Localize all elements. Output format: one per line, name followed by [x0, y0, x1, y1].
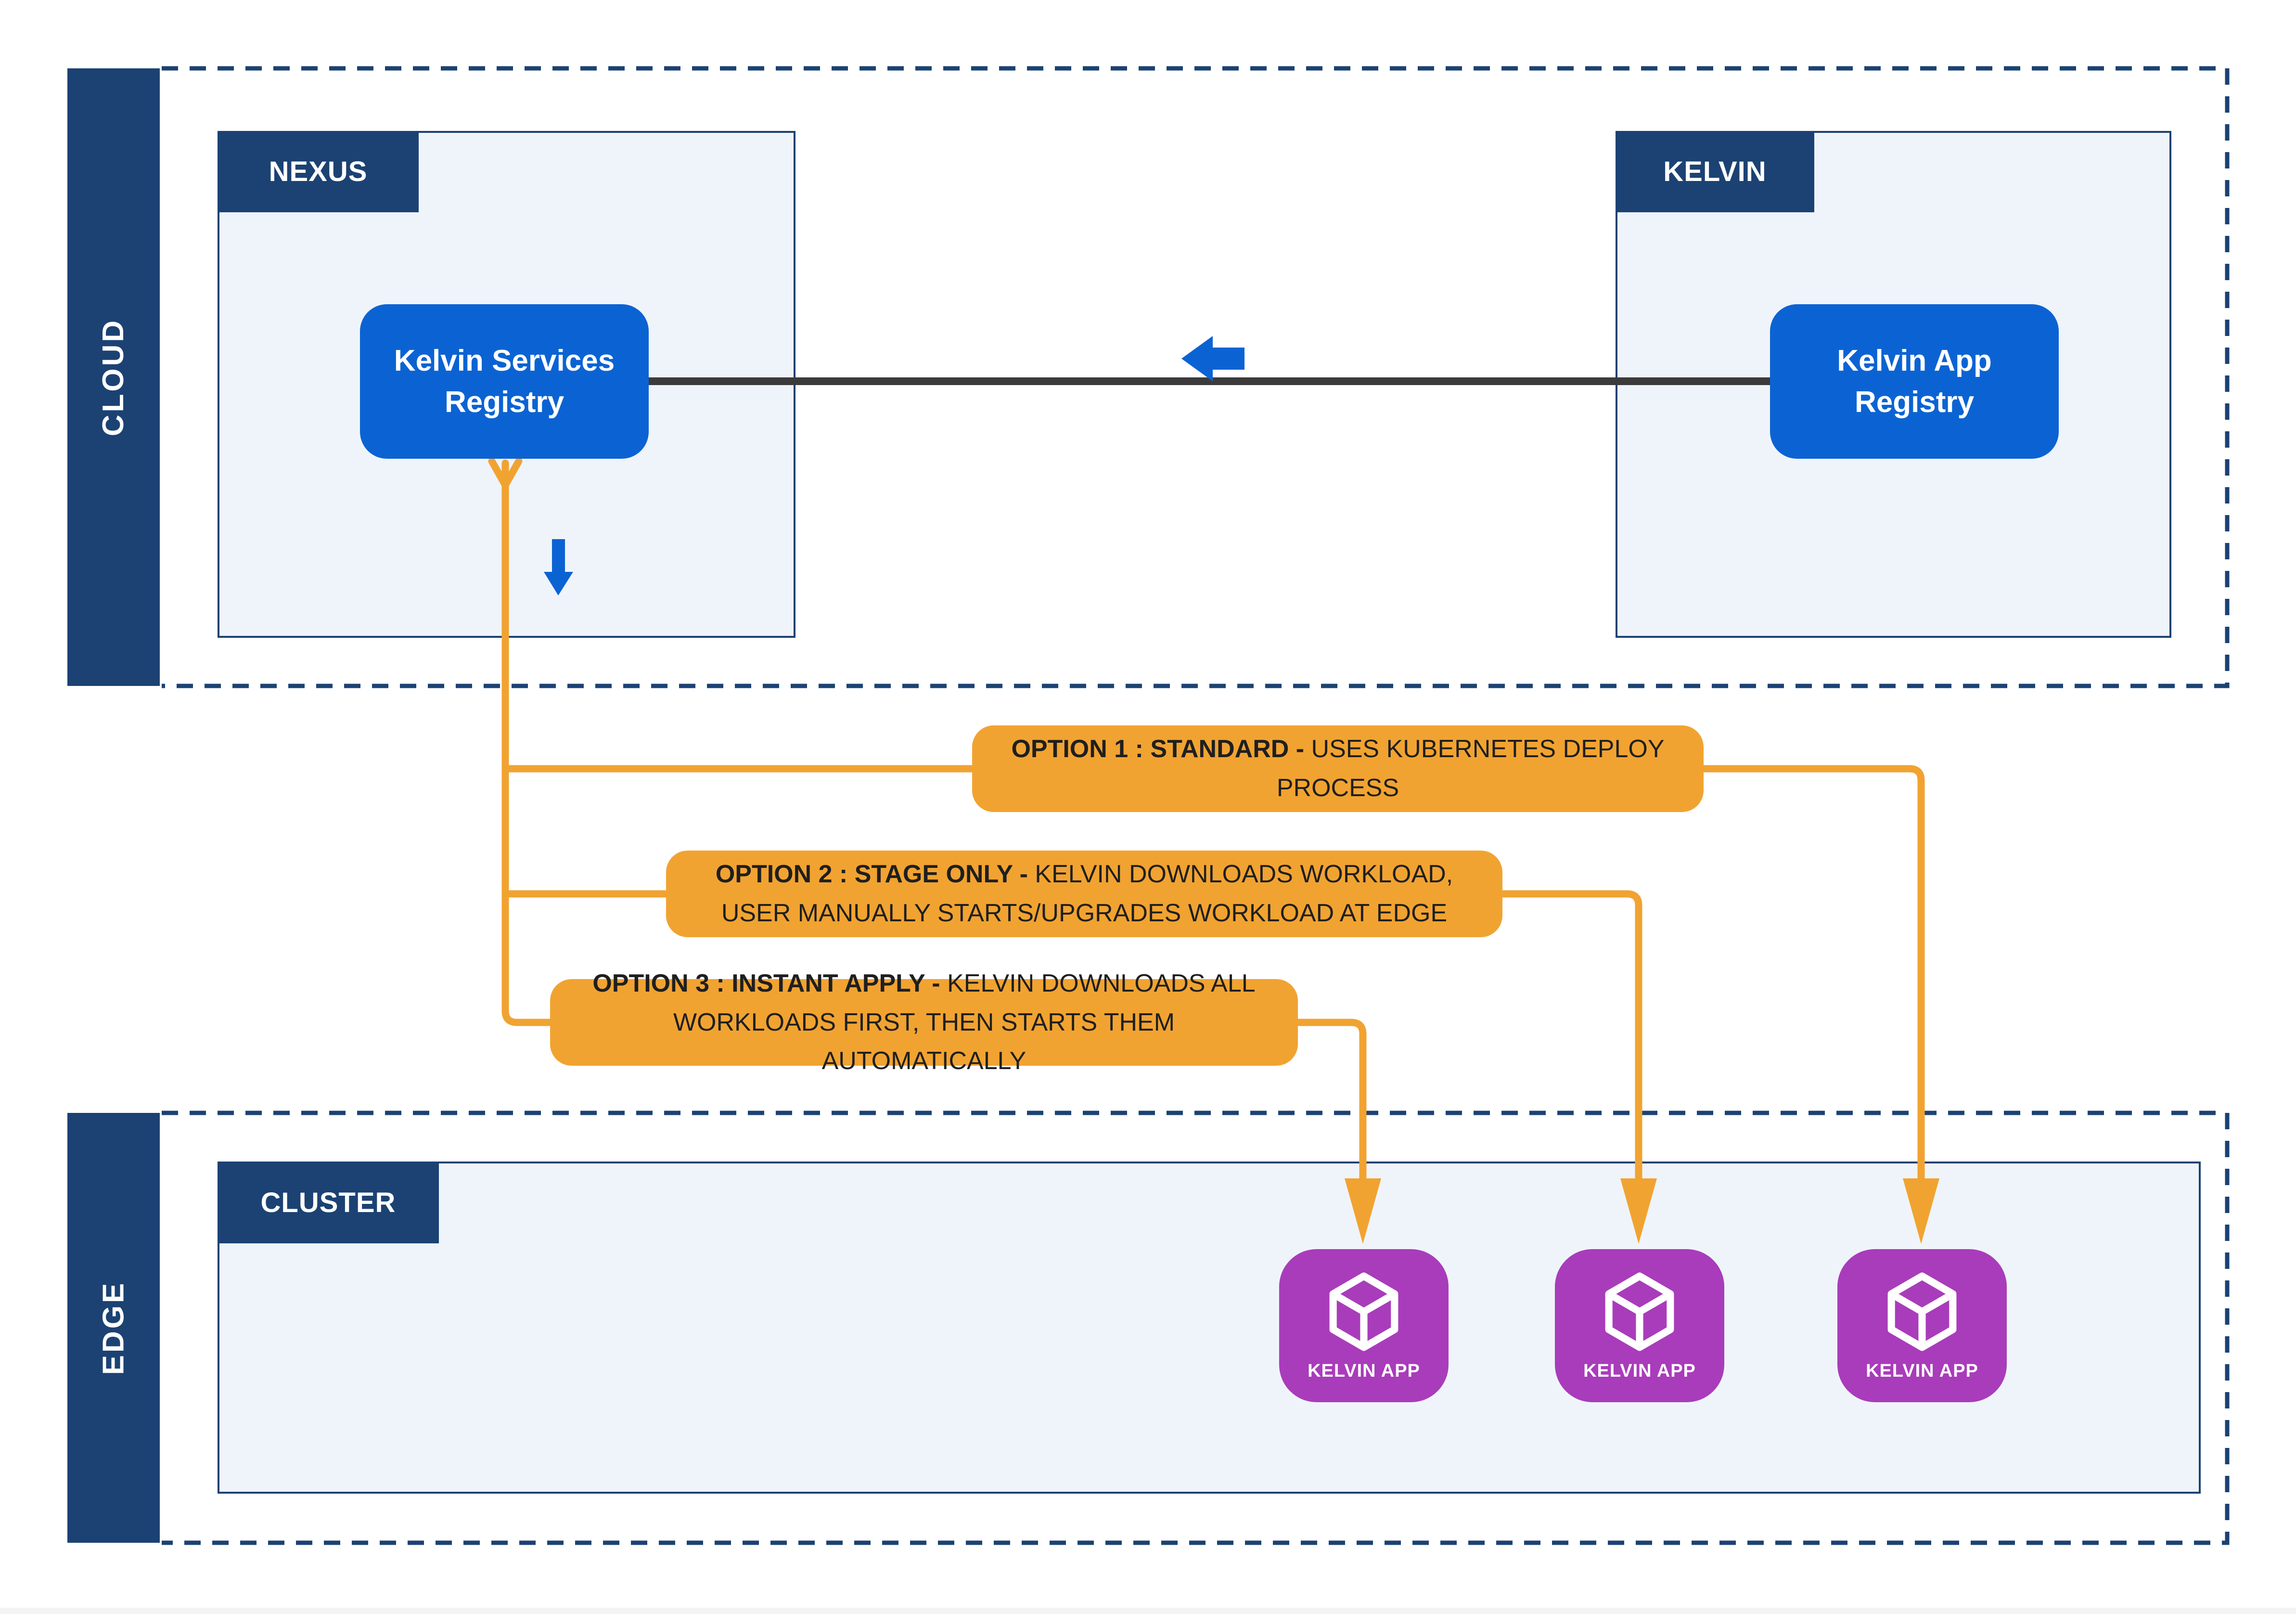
cluster-panel-title: CLUSTER — [260, 1187, 396, 1218]
option1-standard-callout: OPTION 1 : STANDARD - USES KUBERNETES DE… — [972, 725, 1704, 812]
kelvin-services-registry-node: Kelvin Services Registry — [360, 304, 649, 459]
kelvin-app-registry-label: Kelvin App Registry — [1837, 344, 1992, 419]
option3-prefix: OPTION 3 : INSTANT APPLY - — [592, 969, 948, 998]
package-icon — [1605, 1272, 1674, 1351]
kelvin-services-registry-label: Kelvin Services Registry — [394, 344, 615, 419]
kelvin-app-label: KELVIN APP — [1866, 1361, 1978, 1381]
kelvin-app-label: KELVIN APP — [1583, 1361, 1696, 1381]
option2-description: KELVIN DOWNLOADS WORKLOAD, USER MANUALLY… — [721, 860, 1453, 927]
edge-region-label-bar: EDGE — [67, 1113, 160, 1543]
kelvin-panel-tab: KELVIN — [1616, 131, 1814, 212]
flow-option1-to-app3 — [1671, 765, 1925, 1184]
option1-text: OPTION 1 : STANDARD - USES KUBERNETES DE… — [994, 730, 1681, 807]
bottom-edge-strip — [0, 1608, 2296, 1614]
option3-text: OPTION 3 : INSTANT APPLY - KELVIN DOWNLO… — [572, 964, 1276, 1081]
nexus-panel-tab: NEXUS — [218, 131, 419, 212]
edge-region-label: EDGE — [97, 1280, 130, 1375]
kelvin-app-label: KELVIN APP — [1308, 1361, 1420, 1381]
kelvin-app-tile-3: KELVIN APP — [1837, 1249, 2007, 1402]
option2-prefix: OPTION 2 : STAGE ONLY - — [715, 860, 1035, 889]
option3-description: KELVIN DOWNLOADS ALL WORKLOADS FIRST, TH… — [673, 969, 1256, 1075]
cloud-region-label-bar: CLOUD — [67, 68, 160, 686]
cloud-region-label: CLOUD — [97, 318, 130, 437]
option3-instant-apply-callout: OPTION 3 : INSTANT APPLY - KELVIN DOWNLO… — [550, 969, 1298, 1075]
option1-description: USES KUBERNETES DEPLOY PROCESS — [1276, 735, 1665, 802]
kelvin-app-tile-2: KELVIN APP — [1555, 1249, 1724, 1402]
kelvin-panel-title: KELVIN — [1663, 156, 1767, 187]
kelvin-app-tile-1: KELVIN APP — [1279, 1249, 1449, 1402]
option1-prefix: OPTION 1 : STANDARD - — [1011, 735, 1311, 763]
option2-text: OPTION 2 : STAGE ONLY - KELVIN DOWNLOADS… — [688, 855, 1480, 932]
cluster-panel-tab: CLUSTER — [218, 1162, 439, 1243]
kelvin-app-registry-node: Kelvin App Registry — [1770, 304, 2059, 459]
flow-option2-to-app2 — [1469, 890, 1642, 1184]
option2-stage-only-callout: OPTION 2 : STAGE ONLY - KELVIN DOWNLOADS… — [666, 851, 1502, 937]
nexus-panel-title: NEXUS — [269, 156, 368, 187]
package-icon — [1329, 1272, 1398, 1351]
left-arrow-icon — [1181, 336, 1244, 381]
package-icon — [1887, 1272, 1957, 1351]
